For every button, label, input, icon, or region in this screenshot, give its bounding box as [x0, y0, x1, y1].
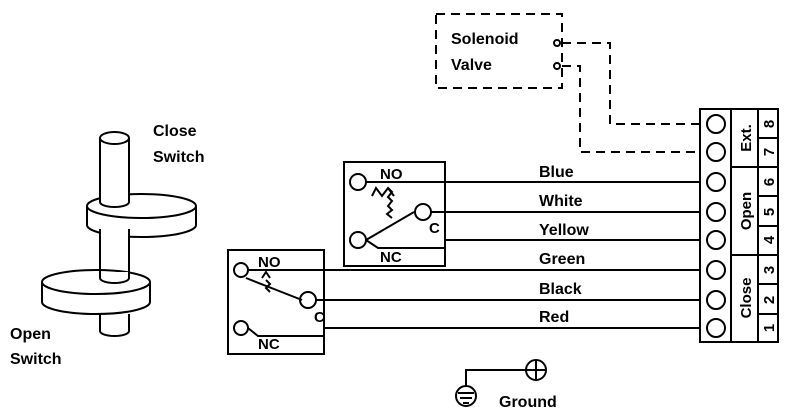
- terminal-block: Ext. Open Close 8 7 6 5 4 3 2 1: [699, 108, 779, 343]
- terminal-screw-1: [706, 318, 726, 338]
- open-switch-label-line2: Switch: [10, 351, 62, 368]
- terminal-screw-4: [706, 230, 726, 250]
- terminal-group-ext: Ext.: [738, 124, 755, 152]
- wire-label-black: Black: [539, 281, 582, 298]
- wire-label-white: White: [539, 193, 583, 210]
- terminal-screw-2: [706, 290, 726, 310]
- ground-connection: Ground: [455, 359, 557, 411]
- close-switch-label-line2: Switch: [153, 149, 205, 166]
- solenoid-terminal-2: [553, 62, 561, 70]
- terminal-number-3: 3: [761, 266, 778, 274]
- wire-label-blue: Blue: [539, 164, 574, 181]
- open-switch-no-label: NO: [380, 166, 403, 183]
- ground-symbol-icon: [455, 385, 477, 407]
- close-switch-no-label: NO: [258, 254, 281, 271]
- solenoid-label-line2: Valve: [451, 57, 492, 74]
- terminal-screw-8: [706, 114, 726, 134]
- solenoid-wire-to-terminal-8: [562, 42, 700, 125]
- open-switch-label-line1: Open: [10, 326, 51, 343]
- wire-label-green: Green: [539, 251, 585, 268]
- terminal-screw-5: [706, 202, 726, 222]
- close-switch-box: NO NC C: [227, 249, 325, 355]
- terminal-number-2: 2: [761, 296, 778, 304]
- solenoid-valve-box: [435, 13, 563, 89]
- terminal-screw-6: [706, 172, 726, 192]
- close-switch-no-contact: [233, 262, 249, 278]
- terminal-number-5: 5: [761, 208, 778, 216]
- close-switch-nc-contact: [233, 320, 249, 336]
- terminal-number-1: 1: [761, 324, 778, 332]
- open-switch-box: NO NC C: [343, 161, 446, 267]
- open-switch-common-contact: [414, 203, 432, 221]
- solenoid-valve: Solenoid Valve: [435, 13, 563, 89]
- close-switch-housing: [227, 249, 325, 355]
- terminal-screw-7: [706, 142, 726, 162]
- solenoid-wire-to-terminal-7: [562, 65, 700, 153]
- open-switch-no-contact: [349, 173, 367, 191]
- terminal-number-7: 7: [761, 148, 778, 156]
- solenoid-terminal-1: [553, 39, 561, 47]
- open-switch-nc-label: NC: [380, 249, 402, 266]
- terminal-screw-3: [706, 260, 726, 280]
- wire-label-red: Red: [539, 309, 569, 326]
- wire-label-yellow: Yellow: [539, 222, 589, 239]
- terminal-number-8: 8: [761, 120, 778, 128]
- ground-wire: [465, 369, 526, 387]
- cam-shaft-illustration: [41, 131, 197, 337]
- terminal-group-open: Open: [738, 192, 755, 230]
- ground-label: Ground: [499, 394, 557, 411]
- close-switch-nc-label: NC: [258, 336, 280, 353]
- terminal-group-close: Close: [738, 278, 755, 319]
- close-switch-common-contact: [299, 291, 317, 309]
- terminal-number-6: 6: [761, 178, 778, 186]
- open-switch-housing: [343, 161, 446, 267]
- close-switch-label-line1: Close: [153, 123, 197, 140]
- open-switch-c-label: C: [429, 220, 440, 237]
- open-switch-nc-contact: [349, 231, 367, 249]
- close-switch-c-label: C: [314, 309, 325, 326]
- terminal-number-4: 4: [761, 235, 778, 244]
- wire-bundle: [316, 181, 700, 329]
- solenoid-label-line1: Solenoid: [451, 31, 519, 48]
